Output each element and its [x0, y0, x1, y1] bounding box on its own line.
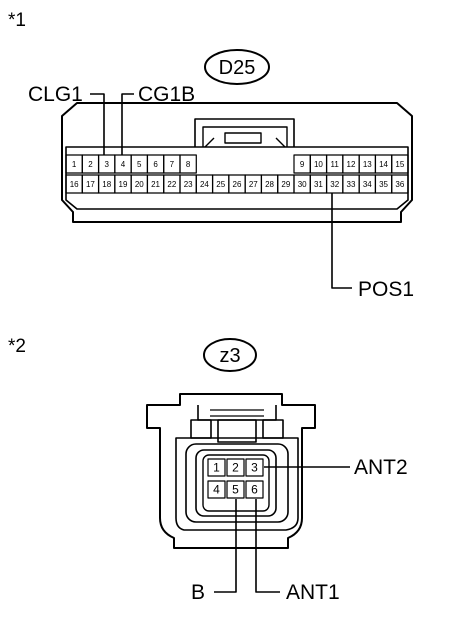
label-b: B — [191, 581, 205, 604]
pin-number: 25 — [216, 180, 225, 189]
pin-number: 21 — [151, 180, 160, 189]
pin-number: 8 — [186, 160, 191, 169]
pin-cell — [245, 480, 264, 499]
connector-id-oval-z3 — [203, 338, 257, 372]
pin-number: 1 — [213, 461, 220, 475]
pin-number: 34 — [363, 180, 372, 189]
d25-latch-outer — [194, 118, 295, 147]
pin-number: 14 — [379, 160, 388, 169]
z3-latch-left — [190, 419, 212, 439]
pin-cell — [226, 480, 245, 499]
pin-number: 22 — [167, 180, 176, 189]
pin-cell — [391, 174, 409, 194]
pin-number: 31 — [314, 180, 323, 189]
d25-latch-tab — [224, 132, 262, 144]
z3-latch-slots — [210, 409, 264, 417]
z3-housing — [146, 393, 316, 549]
pin-number: 30 — [298, 180, 307, 189]
pin-cell — [245, 458, 264, 477]
label-pos1: POS1 — [358, 278, 414, 301]
pin-number: 2 — [88, 160, 93, 169]
pin-number: 26 — [233, 180, 242, 189]
pin-number: 35 — [379, 180, 388, 189]
pin-number: 13 — [363, 160, 372, 169]
d25-latch-rails — [204, 137, 286, 148]
pin-cell — [207, 458, 226, 477]
pin-number: 18 — [102, 180, 111, 189]
d25-housing — [61, 102, 413, 223]
d25-face — [65, 146, 409, 210]
label-ant1: ANT1 — [286, 581, 340, 604]
pin-number: 6 — [153, 160, 158, 169]
pin-number: 1 — [72, 160, 77, 169]
z3-latch-outer — [197, 405, 277, 421]
pin-number: 3 — [251, 461, 258, 475]
z3-shell — [175, 437, 299, 531]
section-1-marker: *1 — [8, 10, 26, 31]
pin-number: 4 — [213, 483, 220, 497]
pin-number: 5 — [137, 160, 142, 169]
label-ant2: ANT2 — [354, 456, 408, 479]
pin-number: 9 — [300, 160, 305, 169]
pin-cell — [179, 154, 197, 174]
section-2-marker: *2 — [8, 336, 26, 357]
d25-bottom-pins: 16 17 18 19 20 21 22 23 24 25 26 27 28 29 30 31 32 33 34 35… — [65, 174, 409, 194]
z3-shell-inner — [185, 443, 289, 523]
pin-number: 23 — [184, 180, 193, 189]
pin-number: 10 — [314, 160, 323, 169]
pin-number: 27 — [249, 180, 258, 189]
label-cg1b: CG1B — [138, 83, 195, 106]
pin-number: 15 — [395, 160, 404, 169]
pin-number: 28 — [265, 180, 274, 189]
connector-id-d25: D25 — [219, 57, 256, 79]
pin-number: 6 — [251, 483, 258, 497]
leader-cg1b — [121, 93, 134, 155]
pin-number: 20 — [135, 180, 144, 189]
pin-number: 12 — [347, 160, 356, 169]
pin-number: 7 — [170, 160, 175, 169]
pin-number: 4 — [121, 160, 126, 169]
pin-number: 32 — [330, 180, 339, 189]
pin-number: 36 — [395, 180, 404, 189]
pin-number: 24 — [200, 180, 209, 189]
pin-cell — [207, 480, 226, 499]
pin-cell — [391, 154, 409, 174]
pin-number: 11 — [331, 160, 340, 169]
pin-number: 2 — [232, 461, 239, 475]
connector-id-oval-d25 — [204, 49, 270, 85]
pin-number: 17 — [86, 180, 95, 189]
pin-number: 3 — [104, 160, 109, 169]
leader-b — [214, 499, 237, 593]
connector-id-z3: z3 — [219, 345, 240, 367]
pin-number: 33 — [347, 180, 356, 189]
label-clg1: CLG1 — [28, 83, 83, 106]
leader-clg1 — [90, 93, 105, 155]
leader-ant1 — [255, 499, 280, 593]
z3-latch-center — [217, 419, 257, 443]
z3-latch-right — [262, 419, 284, 439]
pin-cell — [226, 458, 245, 477]
pin-number: 5 — [232, 483, 239, 497]
d25-latch-inner — [202, 126, 288, 147]
pin-number: 16 — [70, 180, 79, 189]
pin-number: 29 — [281, 180, 290, 189]
leader-pos1 — [331, 193, 352, 289]
pin-number: 19 — [119, 180, 128, 189]
